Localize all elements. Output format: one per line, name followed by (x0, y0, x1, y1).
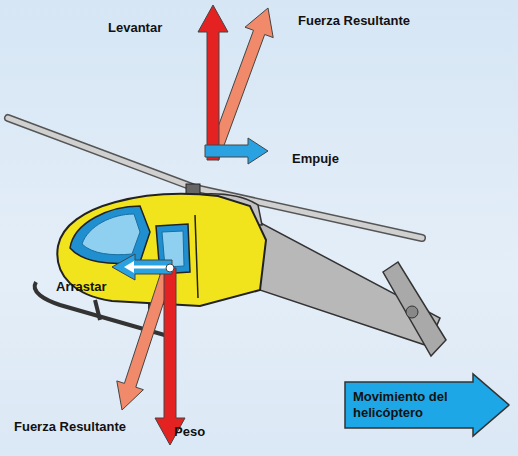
arrow-outline (345, 374, 509, 436)
motion-arrow-box: Movimiento del helicóptero (343, 372, 511, 438)
weight-arrow (155, 268, 185, 445)
window-glare (82, 214, 140, 255)
force-label: Fuerza Resultante (298, 13, 410, 29)
tail-rotor-hub (406, 306, 418, 318)
skid-strut (95, 300, 100, 320)
motion-label: Movimiento del helicóptero (353, 389, 469, 421)
force-label: Peso (174, 424, 205, 440)
force-label: Arrastar (56, 279, 107, 295)
force-label: Levantar (108, 20, 162, 36)
thrust-arrow (205, 138, 268, 164)
tail-fin (383, 262, 446, 356)
force-label: Fuerza Resultante (14, 419, 126, 435)
tail-boom (236, 212, 440, 346)
door-line (195, 215, 198, 298)
force-origin (166, 264, 174, 272)
lift-arrow (198, 5, 228, 160)
cockpit-window (70, 206, 150, 263)
drag-inner-arrowhead (124, 261, 134, 273)
drag-arrow (112, 254, 172, 280)
drag-inner-arrow (132, 266, 168, 269)
force-label: Empuje (292, 151, 339, 167)
